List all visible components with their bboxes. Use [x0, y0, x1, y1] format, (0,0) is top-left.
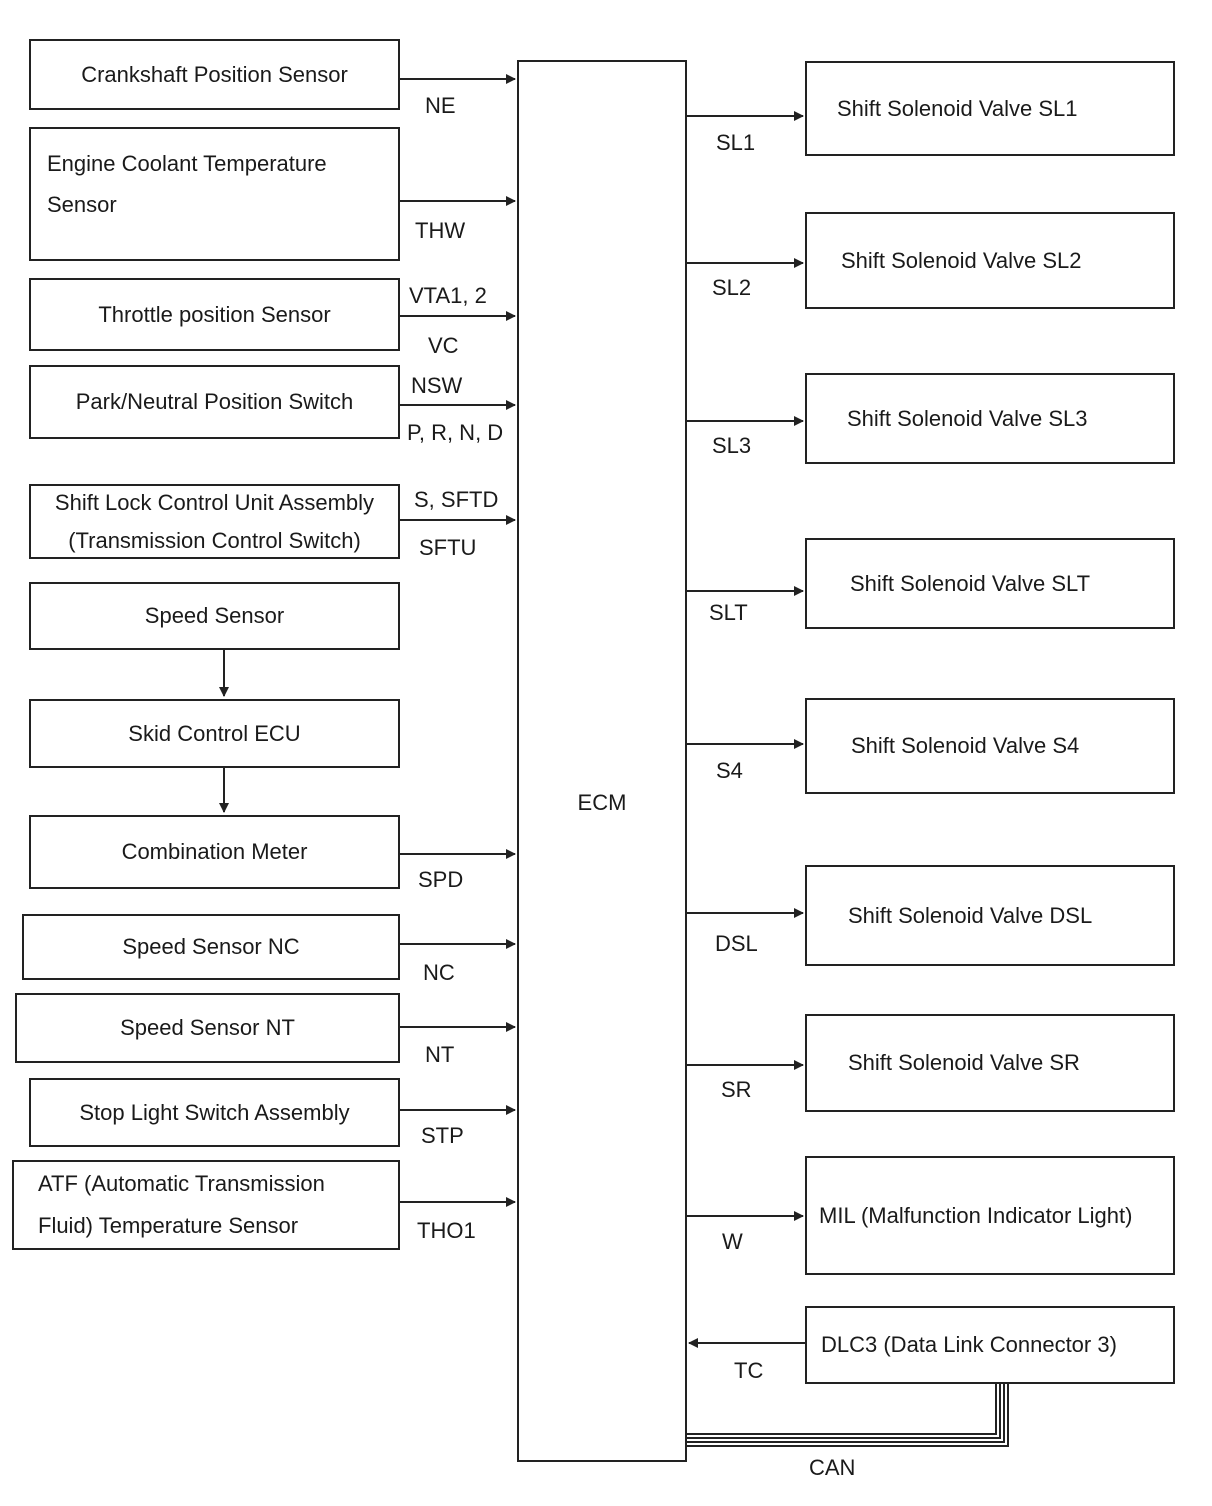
signal-spd: SPD	[418, 867, 464, 892]
signal-s-sftd: S, SFTD	[414, 487, 499, 512]
skid-control-ecu-box: Skid Control ECU	[29, 699, 400, 768]
throttle-position-sensor-box: Throttle position Sensor	[29, 278, 400, 351]
signal-thw: THW	[415, 218, 466, 243]
shift-solenoid-sl3-box: Shift Solenoid Valve SL3	[805, 373, 1175, 464]
ect-label-line1: Engine Coolant Temperature	[47, 151, 327, 176]
speed-sensor-nt-label: Speed Sensor NT	[120, 1015, 295, 1041]
signal-nsw: NSW	[411, 373, 463, 398]
shift-solenoid-sl2-box: Shift Solenoid Valve SL2	[805, 212, 1175, 309]
shift-solenoid-dsl-box: Shift Solenoid Valve DSL	[805, 865, 1175, 966]
signal-sl3: SL3	[712, 433, 752, 458]
speed-sensor-nt-box: Speed Sensor NT	[15, 993, 400, 1063]
combination-meter-box: Combination Meter	[29, 815, 400, 889]
signal-sl2: SL2	[712, 275, 752, 300]
signal-stp: STP	[421, 1123, 464, 1148]
shift-solenoid-s4-box: Shift Solenoid Valve S4	[805, 698, 1175, 794]
signal-sftu: SFTU	[419, 535, 477, 560]
signal-tho1: THO1	[417, 1218, 476, 1243]
shift-solenoid-sl1-label: Shift Solenoid Valve SL1	[837, 95, 1078, 121]
ect-label-line2: Sensor	[47, 192, 117, 217]
speed-sensor-nc-box: Speed Sensor NC	[22, 914, 400, 980]
signal-nt: NT	[425, 1042, 455, 1067]
shift-solenoid-sr-label: Shift Solenoid Valve SR	[848, 1050, 1080, 1076]
signal-prnd: P, R, N, D	[407, 420, 504, 445]
speed-sensor-box: Speed Sensor	[29, 582, 400, 650]
signal-nc: NC	[423, 960, 455, 985]
shift-solenoid-slt-box: Shift Solenoid Valve SLT	[805, 538, 1175, 629]
mil-label: MIL (Malfunction Indicator Light)	[819, 1202, 1133, 1228]
mil-box: MIL (Malfunction Indicator Light)	[805, 1156, 1175, 1275]
shift-lock-control-unit-box: Shift Lock Control Unit Assembly (Transm…	[29, 484, 400, 559]
signal-w: W	[722, 1229, 743, 1254]
park-neutral-position-switch-label: Park/Neutral Position Switch	[75, 389, 354, 415]
throttle-position-sensor-label: Throttle position Sensor	[98, 301, 331, 327]
crankshaft-position-sensor-box: Crankshaft Position Sensor	[29, 39, 400, 110]
ecm-label: ECM	[577, 790, 627, 815]
signal-vc: VC	[428, 333, 459, 358]
shift-lock-label-line2: (Transmission Control Switch)	[68, 527, 361, 553]
shift-solenoid-sr-box: Shift Solenoid Valve SR	[805, 1014, 1175, 1112]
shift-solenoid-sl1-box: Shift Solenoid Valve SL1	[805, 61, 1175, 156]
stop-light-switch-label: Stop Light Switch Assembly	[79, 1099, 350, 1125]
signal-dsl: DSL	[715, 931, 758, 956]
combination-meter-label: Combination Meter	[121, 839, 308, 865]
park-neutral-position-switch-box: Park/Neutral Position Switch	[29, 365, 400, 439]
can-bus-lines	[687, 1383, 1009, 1447]
atf-label-line2: Fluid) Temperature Sensor	[38, 1213, 299, 1238]
can-bus-label: CAN	[809, 1455, 856, 1480]
skid-control-ecu-label: Skid Control ECU	[128, 720, 301, 746]
shift-lock-label-line1: Shift Lock Control Unit Assembly	[54, 489, 375, 515]
dlc3-label: DLC3 (Data Link Connector 3)	[821, 1332, 1117, 1358]
signal-vta: VTA1, 2	[409, 283, 487, 308]
signal-sr: SR	[721, 1077, 752, 1102]
shift-solenoid-sl2-label: Shift Solenoid Valve SL2	[841, 247, 1082, 273]
shift-solenoid-slt-label: Shift Solenoid Valve SLT	[850, 570, 1091, 596]
speed-sensor-nc-label: Speed Sensor NC	[122, 934, 300, 960]
signal-s4: S4	[716, 758, 743, 783]
shift-solenoid-sl3-label: Shift Solenoid Valve SL3	[847, 405, 1088, 431]
speed-sensor-label: Speed Sensor	[144, 603, 285, 629]
signal-ne: NE	[425, 93, 456, 118]
ecm-box: ECM	[517, 60, 687, 1462]
signal-sl1: SL1	[716, 130, 756, 155]
stop-light-switch-box: Stop Light Switch Assembly	[29, 1078, 400, 1147]
shift-solenoid-dsl-label: Shift Solenoid Valve DSL	[848, 902, 1093, 928]
crankshaft-position-sensor-label: Crankshaft Position Sensor	[81, 61, 348, 87]
signal-tc: TC	[734, 1358, 764, 1383]
atf-label-line1: ATF (Automatic Transmission	[38, 1171, 325, 1196]
atf-temperature-sensor-box: ATF (Automatic Transmission Fluid) Tempe…	[12, 1160, 400, 1250]
engine-coolant-temperature-sensor-box: Engine Coolant Temperature Sensor	[29, 127, 400, 261]
shift-solenoid-s4-label: Shift Solenoid Valve S4	[851, 733, 1080, 759]
signal-slt: SLT	[709, 600, 748, 625]
dlc3-box: DLC3 (Data Link Connector 3)	[805, 1306, 1175, 1384]
